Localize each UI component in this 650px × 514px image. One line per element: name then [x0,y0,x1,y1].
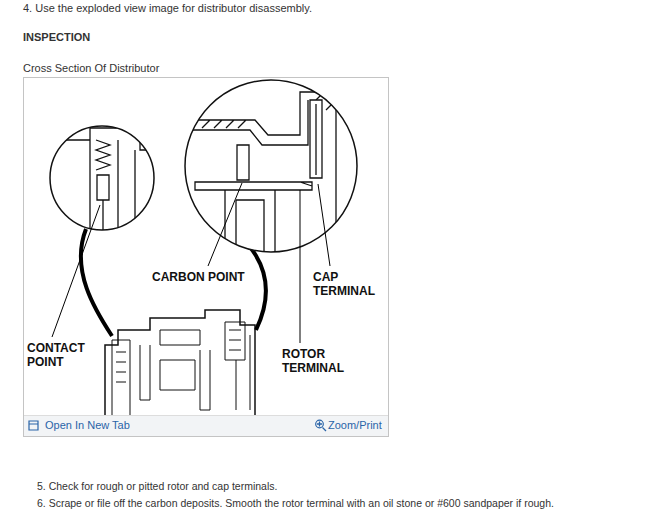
spring-symbol [96,140,110,170]
part-label: CAP TERMINAL [313,270,385,299]
part-label: CARBON POINT [152,270,245,284]
part-label: CONTACT POINT [27,341,101,370]
leader-line [52,183,330,343]
housing-outline [105,310,255,415]
cap-section [180,92,336,250]
new-tab-icon [29,421,38,430]
rotor-detail-circle [185,80,357,252]
carbon-point-symbol [237,145,249,180]
section-heading: INSPECTION [23,31,90,44]
figure-title: Cross Section Of Distributor [23,62,159,75]
part-label: ROTOR TERMINAL [282,347,358,376]
body-internals [112,322,250,415]
contact-detail [48,117,160,235]
zoom-icon [316,420,324,428]
cap-terminal-symbol [310,100,322,178]
distributor-body [105,310,255,415]
toolbar-divider [24,415,388,416]
figure-frame [24,78,389,437]
step-text: 6. Scrape or file off the carbon deposit… [37,497,554,510]
toolbar-link: Open In New Tab [45,419,130,432]
step-text: 4. Use the exploded view image for distr… [23,2,312,15]
rotor-symbol [195,182,312,260]
zoom-icon [317,422,326,432]
toolbar-link: Zoom/Print [328,419,382,432]
cap-section [48,117,160,235]
figure-toolbar [24,415,388,436]
contact-symbol [97,175,109,232]
step-text: 5. Check for rough or pitted rotor and c… [37,480,277,493]
rotor-detail [180,92,336,260]
